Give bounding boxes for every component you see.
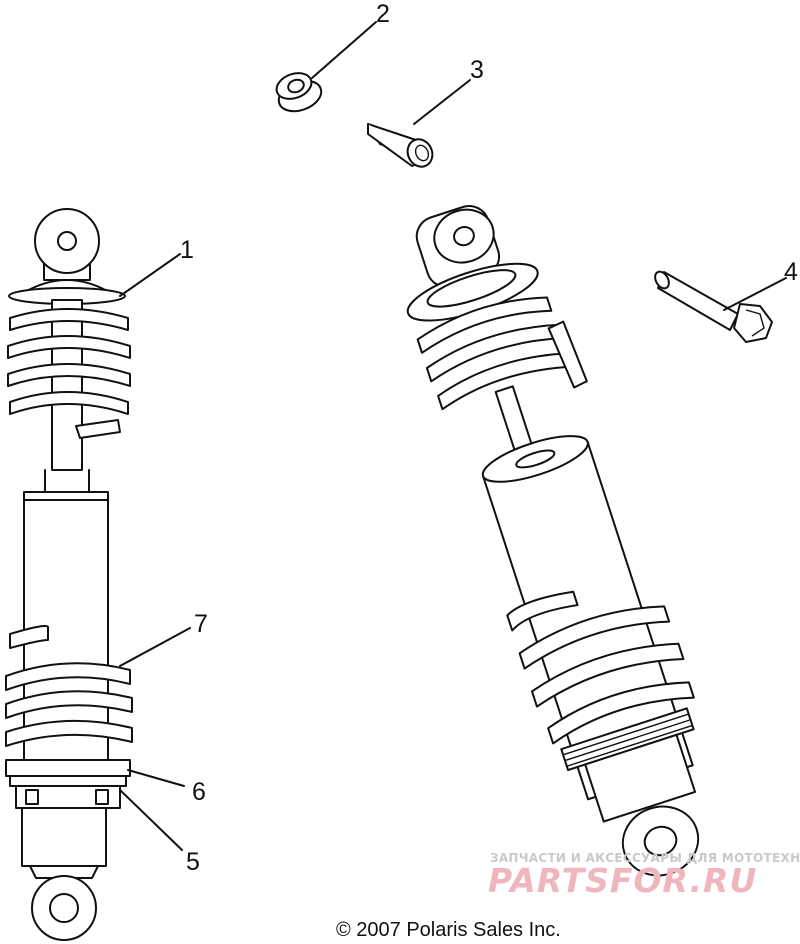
adjuster-ring — [9, 775, 127, 787]
watermark: ЗАПЧАСТИ И АКСЕССУАРЫ ДЛЯ МОТОТЕХНИКИ PA… — [488, 851, 800, 900]
leader-4 — [723, 277, 787, 311]
callout-6: 6 — [192, 778, 206, 806]
lower-spring — [5, 625, 133, 747]
lower-spring-seat — [5, 759, 131, 777]
callout-2: 2 — [376, 0, 390, 28]
right-upper-spring — [416, 296, 588, 411]
upper-spring — [7, 308, 131, 439]
top-eye-hole — [57, 231, 77, 251]
watermark-brand: PARTSFOR.RU — [488, 861, 757, 900]
right-lower-body — [584, 733, 697, 823]
bottom-eye-hole — [49, 893, 79, 923]
callout-5: 5 — [186, 848, 200, 876]
hex-bolt — [654, 270, 773, 343]
leader-5 — [119, 789, 183, 851]
right-bottom-eye-hole — [643, 825, 678, 857]
lower-body — [21, 807, 107, 867]
right-shock-absorber — [406, 205, 700, 877]
watermark-tagline: ЗАПЧАСТИ И АКСЕССУАРЫ ДЛЯ МОТОТЕХНИКИ — [490, 851, 800, 865]
callout-1: 1 — [180, 236, 194, 264]
leader-6 — [127, 769, 185, 787]
right-top-eye-hole — [453, 225, 475, 247]
bushing-sleeve — [367, 123, 434, 168]
piston-rod — [51, 299, 83, 471]
leader-7 — [119, 627, 191, 667]
flange-nut — [275, 72, 323, 113]
rod-seal — [44, 469, 90, 493]
callout-3: 3 — [470, 56, 484, 84]
right-lower-spring — [506, 590, 695, 745]
copyright-text: © 2007 Polaris Sales Inc. — [336, 919, 561, 941]
leader-lines — [119, 21, 787, 851]
leader-2 — [311, 21, 377, 79]
leader-1 — [119, 253, 181, 297]
callout-4: 4 — [784, 258, 798, 286]
leader-3 — [413, 79, 471, 125]
callout-7: 7 — [194, 610, 208, 638]
left-shock-absorber — [5, 208, 133, 941]
